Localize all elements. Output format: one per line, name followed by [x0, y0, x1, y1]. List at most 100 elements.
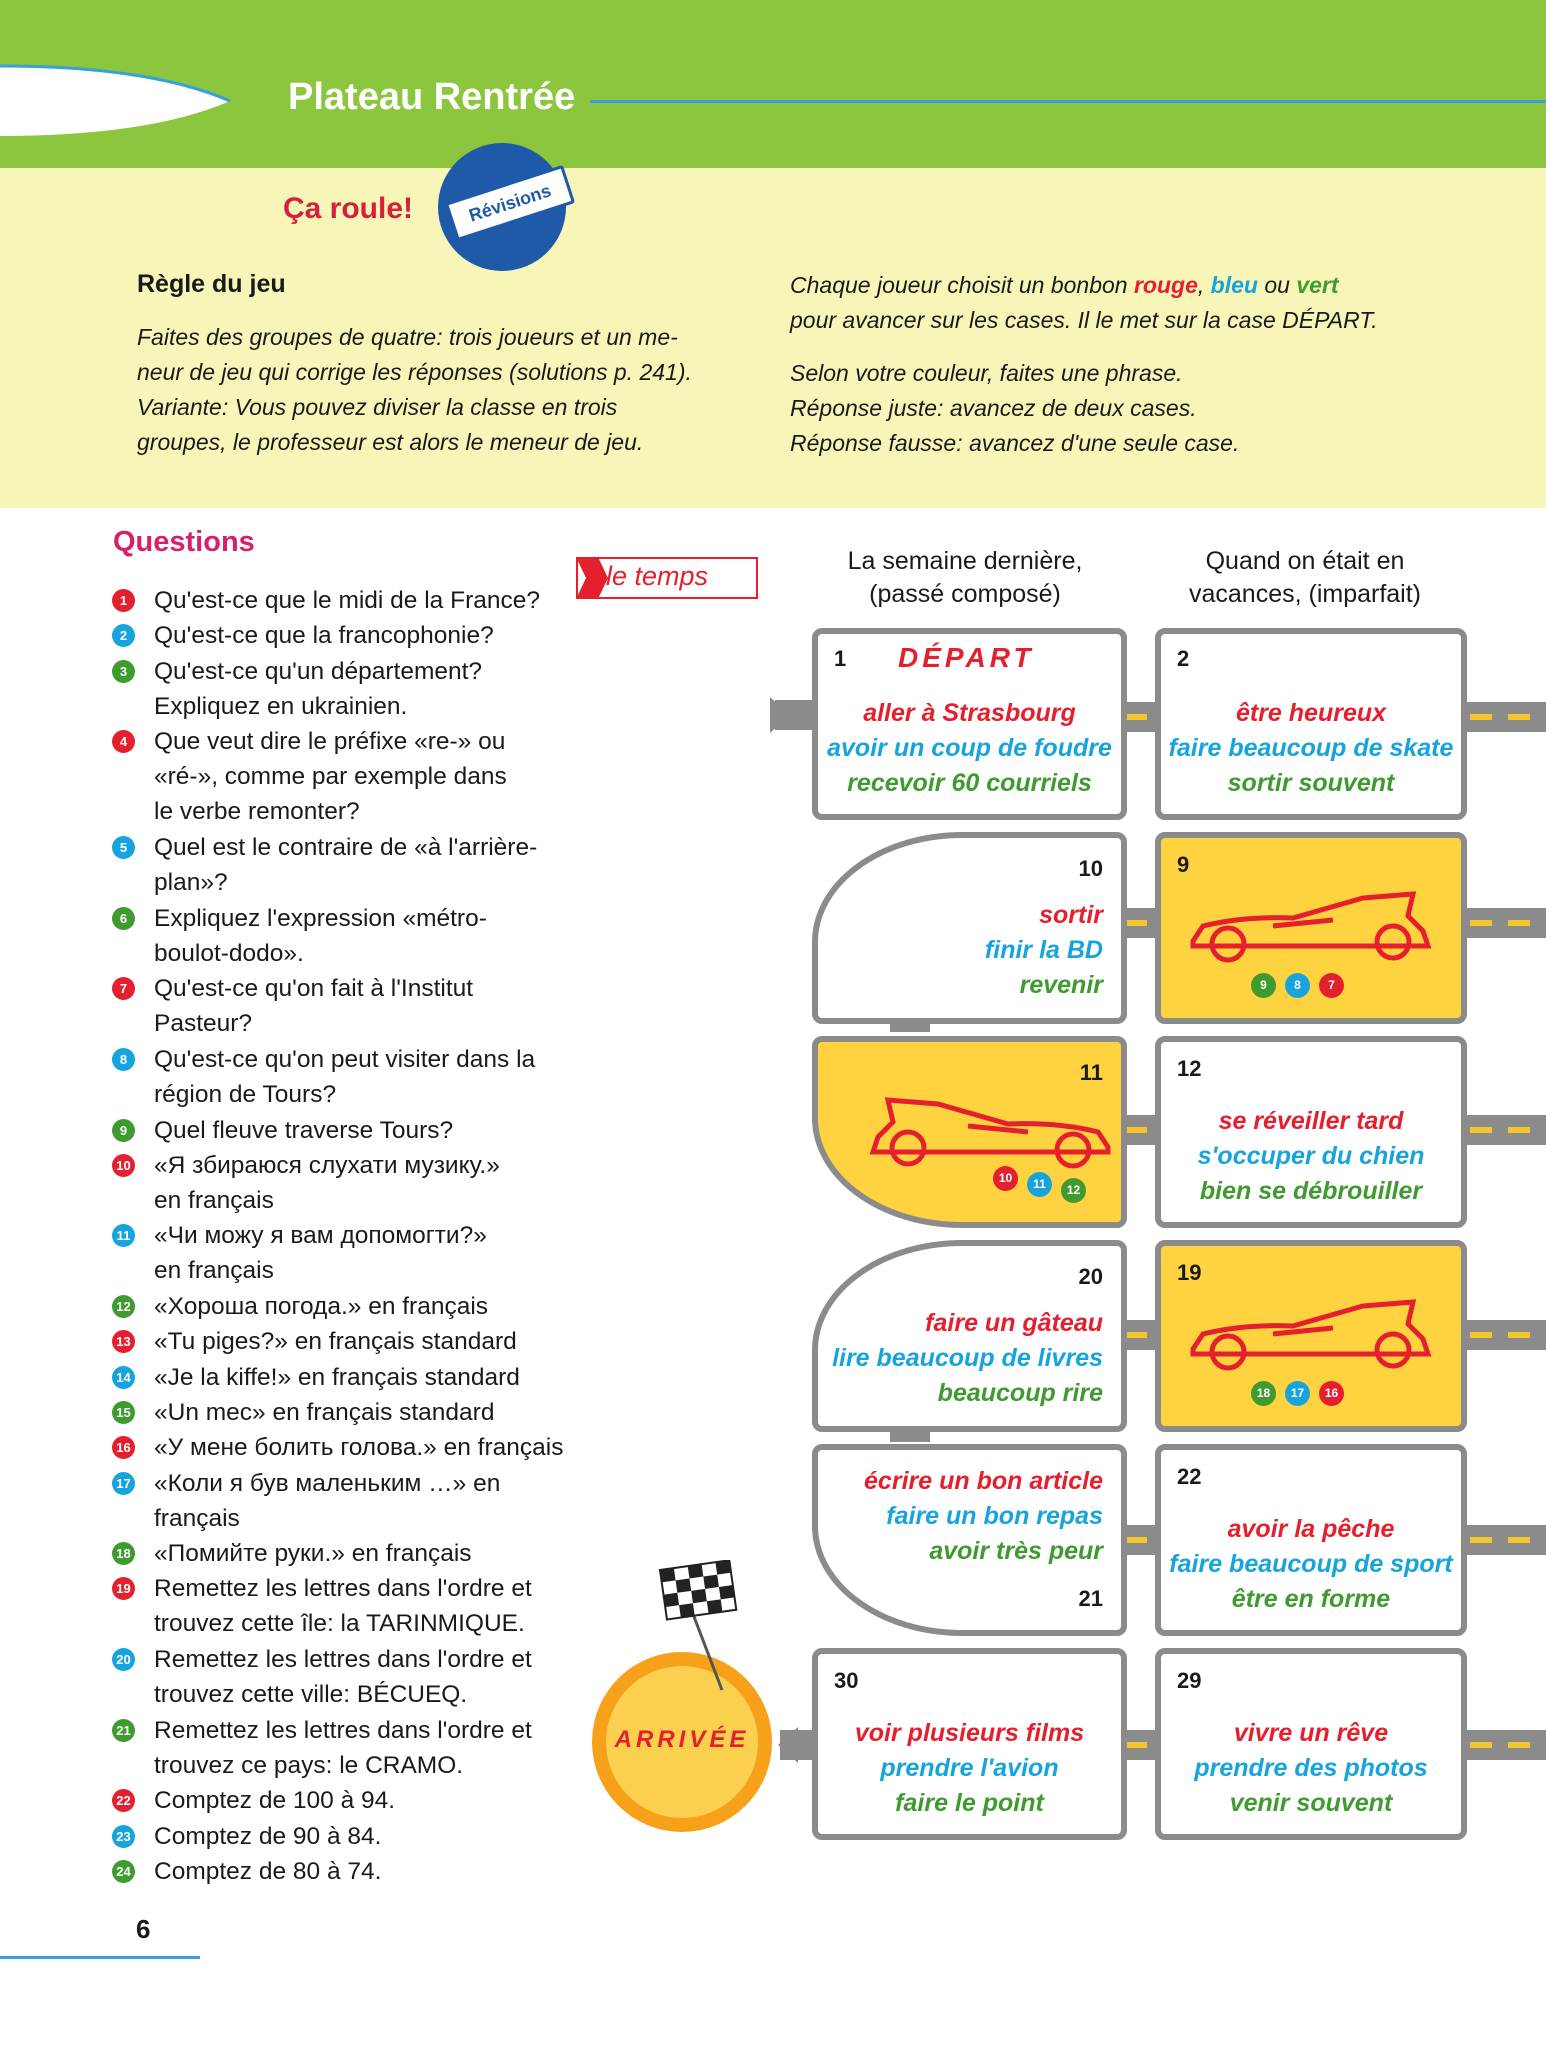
road-end-arrow [778, 1727, 798, 1763]
question-text: Qu'est-ce que le midi de la France? [154, 587, 540, 614]
road-dash [1508, 1332, 1530, 1338]
question-text: boulot-dodo». [154, 939, 304, 967]
question-text: «Tu piges?» en français standard [154, 1328, 517, 1356]
question-number-badge: 2 [112, 624, 135, 648]
page-rule [0, 1956, 200, 1959]
rules-right-text: Chaque joueur choisit un bonbon rouge, b… [790, 272, 1378, 456]
road-dash [1470, 1742, 1492, 1748]
question-text: «Помийте руки.» en français [154, 1540, 472, 1568]
race-car-icon [1190, 1299, 1432, 1371]
question-text: «У мене болить голова.» en français [154, 1434, 564, 1462]
column-head-left: La semaine dernière,(passé composé) [847, 547, 1083, 608]
question-number-badge: 12 [112, 1295, 135, 1318]
road-dash [1508, 714, 1530, 720]
checkered-flag-icon [658, 1560, 738, 1691]
board-cell-2: 2 être heureux faire beaucoup de skate s… [1155, 628, 1467, 820]
question-item: 24 Comptez de 80 à 74. [112, 1854, 592, 1889]
question-text: Que veut dire le préfixe «re-» ou [154, 728, 506, 756]
road-edge [1455, 1115, 1546, 1145]
question-item: 14 «Je la kiffe!» en français standard [112, 1360, 592, 1395]
board-cell-10: 10 sortir finir la BD revenir [812, 832, 1127, 1024]
question-number-badge: 11 [112, 1224, 135, 1248]
board-cell-12: 12 se réveiller tard s'occuper du chien … [1155, 1036, 1467, 1228]
question-text: le verbe remonter? [154, 798, 360, 826]
question-text: «ré-», comme par exemple dans [154, 763, 507, 791]
question-text: Qu'est-ce qu'on fait à l'Institut [154, 975, 474, 1003]
section-subtitle: Ça roule! [283, 192, 414, 225]
question-text: «Un mec» en français standard [154, 1398, 495, 1426]
question-number-badge: 15 [112, 1400, 135, 1424]
question-number-badge: 21 [112, 1718, 135, 1742]
question-text: Expliquez l'expression «métro- [154, 904, 487, 932]
road-dash [1125, 714, 1147, 720]
arrivee-label: ARRIVÉE [614, 1726, 750, 1753]
question-number-badge: 14 [112, 1365, 135, 1389]
road-edge [1455, 908, 1546, 938]
board-cell-19: 19 18 17 16 [1155, 1240, 1467, 1432]
question-text: Remettez les lettres dans l'ordre et [154, 1716, 532, 1744]
header-rule [590, 100, 1546, 103]
question-item: 16«У мене болить голова.» en français [112, 1430, 592, 1465]
road-dash [1125, 1537, 1147, 1543]
road-dash [1508, 1742, 1530, 1748]
road-dash [1508, 1127, 1530, 1133]
question-text: trouvez cette ville: BÉCUEQ. [154, 1681, 468, 1708]
road-dash [1470, 920, 1492, 926]
question-number-badge: 8 [112, 1047, 135, 1071]
road-dash [1470, 1537, 1492, 1543]
question-number-badge: 22 [112, 1789, 135, 1813]
question-number-badge: 3 [112, 659, 135, 683]
question-number-badge: 23 [112, 1824, 135, 1848]
board-cell-11: 11 10 11 12 [812, 1036, 1127, 1228]
page-title: Plateau Rentrée [288, 76, 576, 118]
question-text: Remettez les lettres dans l'ordre et [154, 1575, 532, 1603]
road-start-arrow [770, 697, 790, 733]
question-text: Expliquez en ukrainien. [154, 692, 408, 720]
road-dash [1508, 920, 1530, 926]
question-text: en français [154, 1257, 274, 1285]
question-text: Comptez de 80 à 74. [154, 1857, 382, 1885]
question-text: «Je la kiffe!» en français standard [154, 1363, 520, 1391]
road-dash [1125, 920, 1147, 926]
rules-left-text: Faites des groupes de quatre: trois joue… [137, 324, 692, 455]
board-cell-21: écrire un bon article faire un bon repas… [812, 1444, 1127, 1636]
question-number-badge: 1 [112, 589, 135, 612]
question-item: 13 «Tu piges?» en français standard [112, 1324, 592, 1359]
race-car-icon [1190, 891, 1432, 963]
question-text: Quel est le contraire de «à l'arrière- [154, 834, 538, 862]
question-number-badge: 17 [112, 1471, 135, 1495]
question-text: Quel fleuve traverse Tours? [154, 1116, 454, 1144]
question-number-badge: 7 [112, 977, 135, 1001]
questions-heading: Questions [113, 526, 255, 558]
question-item: 3 Qu'est-ce qu'un département? Expliquez e… [112, 654, 592, 724]
question-item: 18 «Помийте руки.» en français [112, 1536, 592, 1571]
road-dash [1125, 1127, 1147, 1133]
road-dash [1125, 1332, 1147, 1338]
board-cell-20: 20 faire un gâteau lire beaucoup de livr… [812, 1240, 1127, 1432]
question-text: français [154, 1504, 240, 1532]
board-cell-9: 9 9 8 7 [1155, 832, 1467, 1024]
question-item: 11«Чи можу я вам допомогти?»en français [112, 1218, 592, 1288]
question-number-badge: 18 [112, 1542, 135, 1566]
road-dash [1470, 1332, 1492, 1338]
page-number: 6 [136, 1914, 151, 1944]
header-swoosh [0, 64, 231, 136]
question-text: Qu'est-ce qu'un département? [154, 657, 483, 685]
board-cell-1: 1 DÉPART aller à Strasbourg avoir un cou… [812, 628, 1127, 820]
question-text: Comptez de 90 à 84. [154, 1822, 382, 1850]
question-number-badge: 24 [112, 1859, 135, 1883]
question-item: 1 Qu'est-ce que le midi de la France? [112, 583, 592, 618]
question-text: en français [154, 1186, 274, 1214]
question-number-badge: 13 [112, 1330, 135, 1354]
